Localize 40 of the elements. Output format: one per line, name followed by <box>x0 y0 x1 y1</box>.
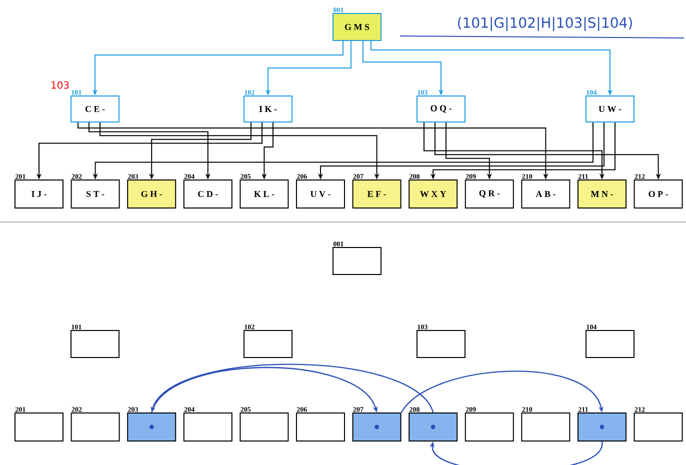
key-box: O P - <box>634 180 683 208</box>
arrow <box>400 370 604 413</box>
handwritten-number: 103 <box>52 81 69 89</box>
empty-box <box>70 412 120 442</box>
arrow <box>430 441 603 465</box>
empty-box <box>240 412 289 442</box>
key-box: E F - <box>352 180 402 208</box>
key-box: I J - <box>14 180 64 208</box>
empty-box <box>464 412 514 442</box>
handwritten-note: (101|G|102|H|103|S|104) <box>458 17 632 31</box>
highlighted-box <box>352 412 402 442</box>
key-box: I K - <box>244 96 292 122</box>
key-box: U W - <box>586 96 634 122</box>
empty-box <box>332 247 382 275</box>
key-box: U V - <box>296 180 345 208</box>
key-box: Q R - <box>464 180 514 208</box>
empty-box <box>183 412 232 442</box>
highlighted-box <box>578 412 626 442</box>
highlighted-box <box>127 412 176 442</box>
key-box: S T - <box>70 180 120 208</box>
empty-box <box>416 330 466 358</box>
key-box: O Q - <box>416 96 466 122</box>
key-box: G H - <box>127 180 176 208</box>
key-box: W X Y <box>408 180 458 208</box>
empty-box <box>586 330 634 358</box>
empty-box <box>634 412 683 442</box>
empty-box <box>521 412 570 442</box>
key-box: C E - <box>70 96 120 122</box>
key-box: M N - <box>578 180 626 208</box>
highlighted-box <box>408 412 458 442</box>
arrow <box>151 366 378 413</box>
empty-box <box>70 330 120 358</box>
key-box: A B - <box>521 180 570 208</box>
key-box: G M S <box>332 13 382 41</box>
empty-box <box>296 412 345 442</box>
key-box: K L - <box>240 180 289 208</box>
empty-box <box>244 330 292 358</box>
key-box: C D - <box>183 180 232 208</box>
arrow <box>150 364 434 413</box>
empty-box <box>14 412 64 442</box>
